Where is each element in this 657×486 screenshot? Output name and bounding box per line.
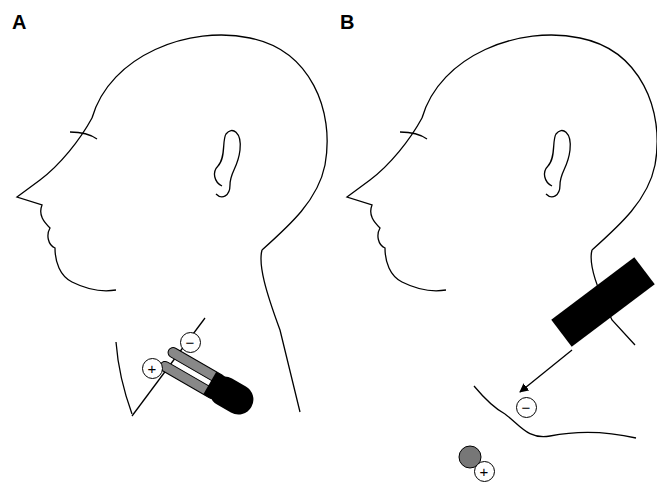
polarity-sign: +: [148, 361, 157, 376]
panel-letter: A: [12, 12, 26, 32]
polarity-circle: −: [180, 332, 201, 353]
polarity-circle: +: [474, 461, 495, 482]
beam-arrow: [520, 350, 572, 392]
polarity-circle: +: [142, 358, 163, 379]
neck-front: [474, 386, 505, 414]
head-outline: [17, 35, 327, 291]
stimulation-probe: [551, 257, 655, 347]
clavicle-line: [505, 414, 636, 438]
polarity-sign: −: [522, 400, 531, 415]
neck-back: [261, 250, 300, 412]
polarity-sign: +: [480, 464, 489, 479]
electrode-paddle: [157, 344, 259, 420]
neck-front: [116, 342, 132, 414]
polarity-circle: −: [516, 397, 537, 418]
panel-letter: B: [340, 12, 354, 32]
polarity-sign: −: [186, 335, 195, 350]
